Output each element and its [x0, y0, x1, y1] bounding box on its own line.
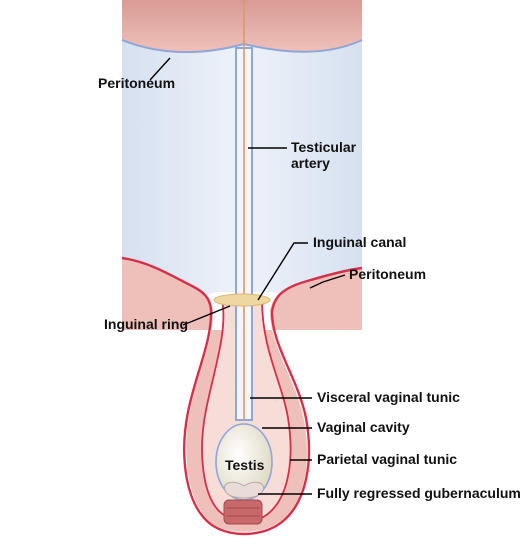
label-visceral-vaginal-tunic: Visceral vaginal tunic: [317, 389, 460, 405]
top-abdominal-wall: [122, 0, 362, 53]
leader-inguinal-canal: [257, 242, 308, 301]
label-fully-regressed-gubernaculum: Fully regressed gubernaculum: [317, 485, 521, 501]
label-peritoneum-mid: Peritoneum: [349, 266, 426, 282]
label-testis: Testis: [225, 457, 265, 473]
peritoneum-red-line: [121, 256, 363, 536]
label-peritoneum-top: Peritoneum: [98, 75, 175, 91]
label-vaginal-cavity: Vaginal cavity: [317, 419, 410, 435]
inguinal-ring: [213, 293, 271, 307]
gubernaculum: [223, 499, 263, 525]
leader-peritoneum-top: [149, 57, 171, 81]
label-parietal-vaginal-tunic: Parietal vaginal tunic: [317, 451, 457, 467]
label-inguinal-ring: Inguinal ring: [104, 316, 188, 332]
label-testicular-artery-2: artery: [291, 155, 330, 171]
body-wall-lower-fill: [122, 296, 362, 330]
leader-inguinal-ring: [182, 305, 231, 326]
label-testicular-artery-1: Testicular: [291, 139, 357, 155]
leader-peritoneum-mid: [309, 274, 346, 289]
epididymis-tail: [224, 481, 264, 499]
label-inguinal-canal: Inguinal canal: [313, 234, 406, 250]
